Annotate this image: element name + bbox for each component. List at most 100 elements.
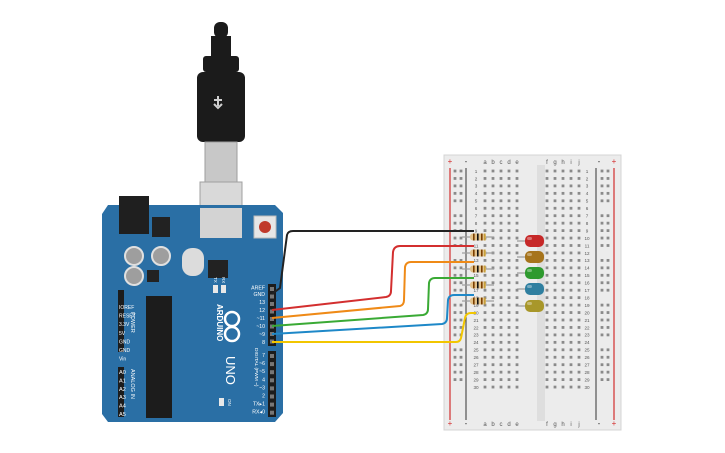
breadboard-hole [515,370,519,374]
breadboard-hole [515,378,519,381]
breadboard-hole [507,184,511,188]
row-label: 1 [586,169,589,174]
pin12-wire[interactable] [271,245,474,311]
breadboard-hole [577,229,581,232]
rail-hole [606,378,610,381]
pin11-wire[interactable] [271,261,474,319]
rail-hole [600,348,604,352]
breadboard-hole [569,236,573,240]
breadboard-hole [499,348,503,352]
power-jack [119,196,149,234]
breadboard-hole [491,259,495,262]
led-blue[interactable] [517,283,544,295]
breadboard-hole [553,236,557,240]
breadboard-hole [483,311,487,314]
breadboard-hole [483,378,487,381]
breadboard-hole [483,259,487,262]
rail-hole [606,236,610,240]
resistor[interactable] [462,265,494,273]
rail-hole [453,355,457,359]
resistor[interactable] [462,297,494,305]
breadboard-hole [569,184,573,188]
breadboard-hole [499,214,503,218]
crystal [182,248,204,276]
header-pin [270,317,274,321]
row-label: 18 [584,295,590,300]
digital-pin-label: ~6 [259,361,265,367]
breadboard-hole [483,370,487,374]
breadboard-hole [561,214,565,218]
breadboard-hole [561,184,565,188]
breadboard-hole [545,348,549,352]
breadboard-hole [553,378,557,381]
breadboard-hole [561,370,565,374]
breadboard-hole [553,363,557,367]
breadboard-hole [545,326,549,329]
rail-plus-label: + [448,157,453,166]
breadboard-hole [577,385,581,389]
rail-hole [600,303,604,307]
rail-hole [453,348,457,352]
breadboard-hole [561,378,565,381]
header-pin [270,354,274,358]
rail-hole [453,281,457,285]
pin10-wire[interactable] [271,277,474,327]
row-label: 19 [473,303,479,308]
breadboard-hole [561,251,565,255]
breadboard-hole [483,206,487,210]
led-amber[interactable] [517,251,544,263]
reset-button-cap-icon [259,221,271,233]
breadboard-hole [507,318,511,322]
breadboard-hole [569,363,573,367]
breadboard-hole [545,303,549,307]
breadboard-hole [491,236,495,240]
row-label: 21 [473,318,479,323]
led-green[interactable] [517,267,544,279]
breadboard-hole [553,199,557,203]
breadboard-hole [515,191,519,195]
breadboard-hole [507,333,511,337]
breadboard-hole [561,281,565,285]
rail-hole [600,378,604,381]
row-label: 6 [586,206,589,211]
breadboard-hole [553,244,557,247]
power-header-label: POWER [129,312,135,333]
breadboard-hole [499,206,503,210]
breadboard-hole [491,363,495,367]
row-label: 26 [473,355,479,360]
breadboard-hole [515,348,519,352]
pin9-wire[interactable] [271,294,474,335]
resistor[interactable] [462,233,494,241]
breadboard-hole [577,259,581,262]
breadboard-hole [553,288,557,292]
rail-hole [606,259,610,262]
breadboard-hole [483,244,487,247]
breadboard-hole [491,370,495,374]
resistor[interactable] [462,281,494,289]
rail-hole [459,370,463,374]
rail-hole [606,333,610,337]
led-red[interactable] [517,235,544,247]
breadboard-hole [561,355,565,359]
breadboard-hole [553,326,557,329]
resistor[interactable] [462,249,494,257]
breadboard-hole [553,348,557,352]
breadboard-hole [553,273,557,277]
breadboard-hole [553,251,557,255]
capacitor [124,246,144,266]
row-label: 26 [584,355,590,360]
row-label: 11 [585,243,590,248]
breadboard-hole [569,348,573,352]
breadboard-hole [499,311,503,314]
gnd-wire[interactable] [271,230,474,295]
pin8-wire[interactable] [272,312,476,343]
rail-hole [600,184,604,188]
row-label: 23 [473,333,479,338]
usb-port [200,208,242,238]
digital-pin-label: 2 [262,394,265,400]
rail-hole [453,259,457,262]
led-yellow[interactable] [517,300,544,312]
header-pin [270,410,274,415]
breadboard-hole [577,281,581,285]
